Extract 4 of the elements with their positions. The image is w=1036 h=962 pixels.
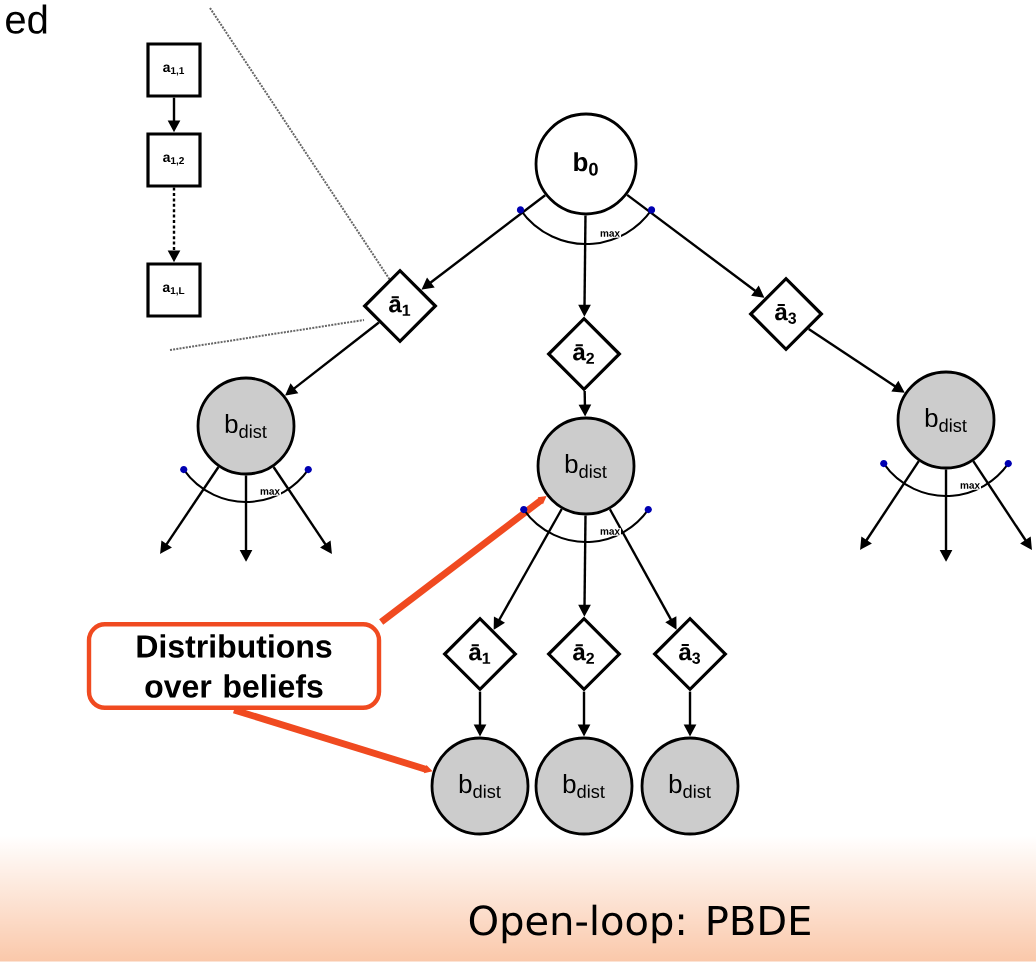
caption: Open-loop: PBDE [469, 904, 810, 944]
text-fragment: ed [6, 4, 47, 34]
arrow [285, 321, 380, 396]
callout-box: Distributions over beliefs [86, 622, 382, 710]
